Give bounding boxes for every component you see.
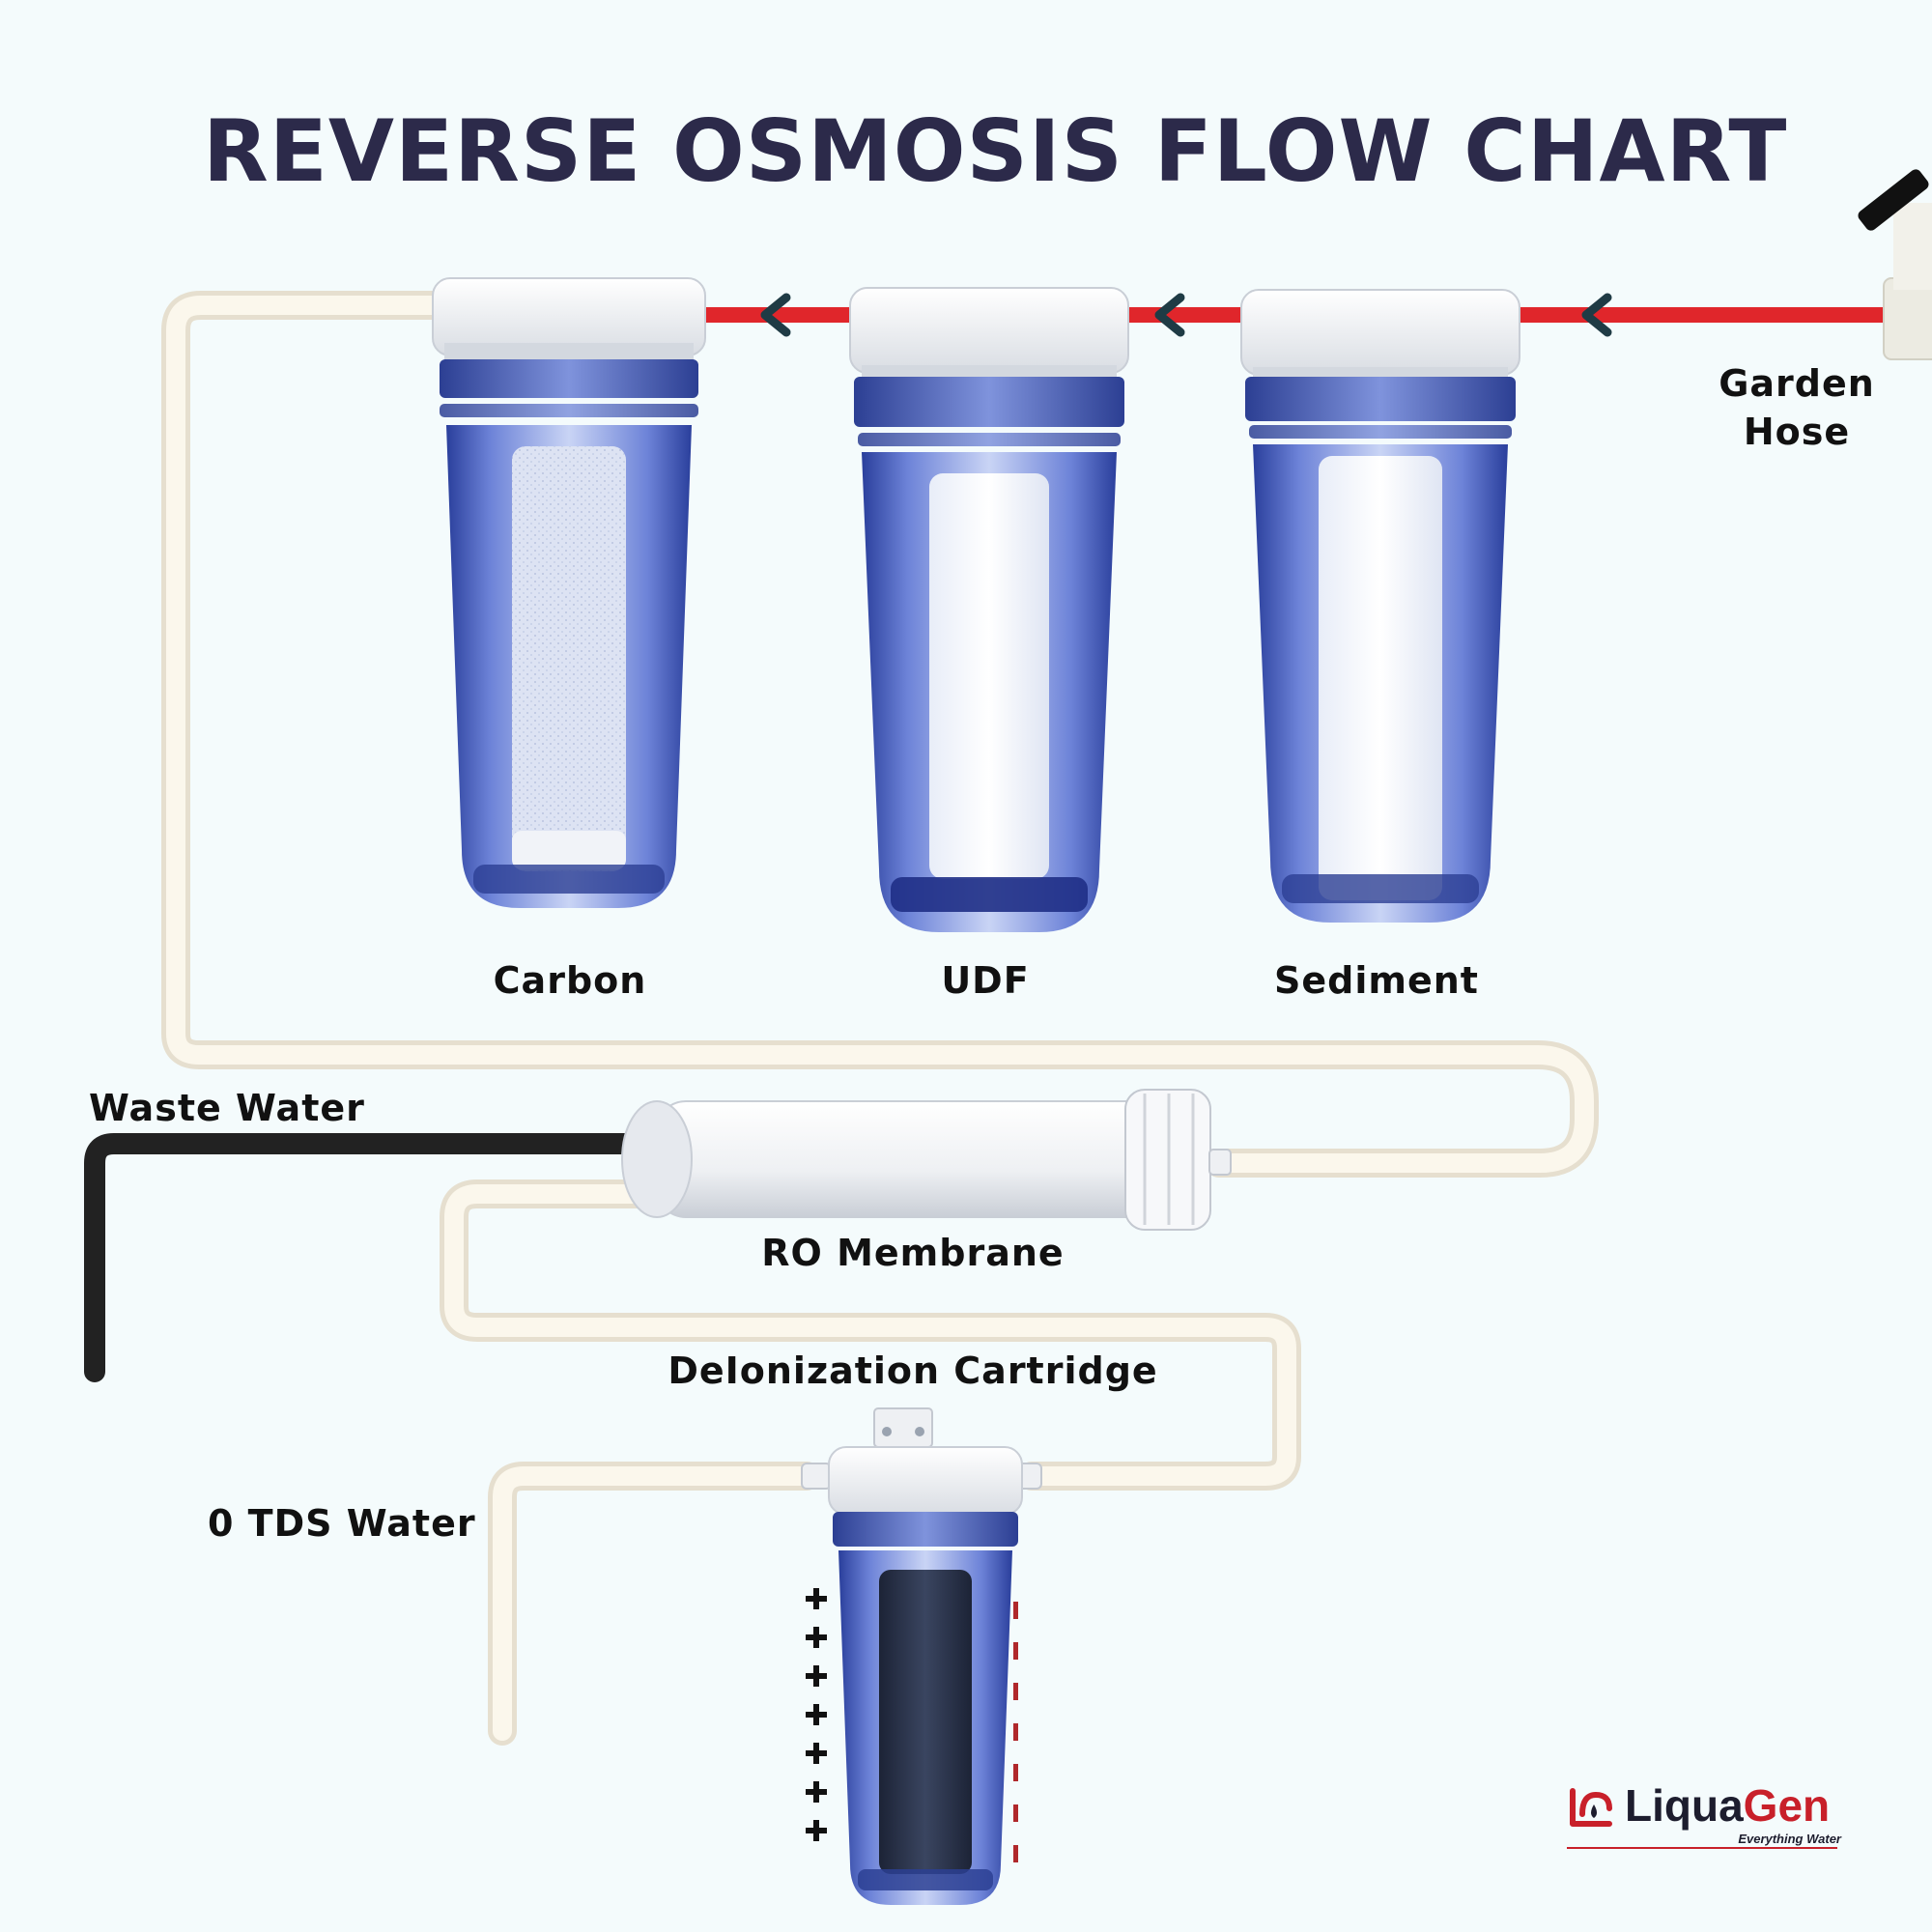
brand-tagline: Everything Water [1738, 1832, 1841, 1846]
garden-hose-label: Garden Hose [1700, 359, 1893, 456]
minus-icon [1013, 1602, 1018, 1619]
carbon-label: Carbon [493, 959, 647, 1002]
brand-name-part2: Gen [1743, 1780, 1831, 1831]
brand-name-part1: Liqua [1625, 1780, 1744, 1831]
white-tubing [161, 291, 1599, 1746]
minus-icon [1013, 1642, 1018, 1660]
garden-hose-label-line1: Garden [1719, 362, 1875, 405]
plus-icon [806, 1665, 827, 1687]
udf-label: UDF [941, 959, 1030, 1002]
liquagen-logo-icon [1570, 1788, 1612, 1827]
sediment-label: Sediment [1274, 959, 1479, 1002]
faucet-icon [1858, 169, 1932, 360]
plus-icon [806, 1781, 827, 1803]
waste-water-label: Waste Water [89, 1087, 365, 1129]
positive-charges [806, 1588, 827, 1841]
plus-icon [806, 1704, 827, 1725]
tds-water-label: 0 TDS Water [208, 1502, 476, 1545]
chevron-left-icon [1581, 293, 1612, 337]
tube-tds-output [488, 1462, 821, 1746]
sediment-filter-housing [1240, 289, 1520, 923]
negative-charges [1013, 1602, 1018, 1862]
feed-line [700, 307, 1884, 323]
minus-icon [1013, 1764, 1018, 1781]
plus-icon [806, 1627, 827, 1648]
page-title: REVERSE OSMOSIS FLOW CHART [203, 101, 1788, 201]
ro-membrane-housing [621, 1089, 1232, 1231]
brand-name: LiquaGen [1625, 1779, 1830, 1832]
brand-underline [1567, 1847, 1837, 1849]
plus-icon [806, 1588, 827, 1609]
waste-water-tube [84, 1133, 672, 1382]
udf-filter-housing [849, 287, 1129, 932]
chevron-left-icon [760, 293, 791, 337]
carbon-filter-housing [432, 277, 706, 908]
plus-icon [806, 1743, 827, 1764]
minus-icon [1013, 1845, 1018, 1862]
ro-membrane-label: RO Membrane [761, 1232, 1065, 1274]
flow-arrows [760, 293, 1612, 337]
brand-logo: LiquaGen Everything Water [1565, 1777, 1855, 1849]
deionization-cartridge-housing [801, 1407, 1042, 1905]
chevron-left-icon [1154, 293, 1185, 337]
plus-icon [806, 1820, 827, 1841]
deionization-cartridge-label: DeIonization Cartridge [668, 1350, 1158, 1392]
minus-icon [1013, 1804, 1018, 1822]
minus-icon [1013, 1683, 1018, 1700]
garden-hose-label-line2: Hose [1743, 411, 1851, 453]
minus-icon [1013, 1723, 1018, 1741]
